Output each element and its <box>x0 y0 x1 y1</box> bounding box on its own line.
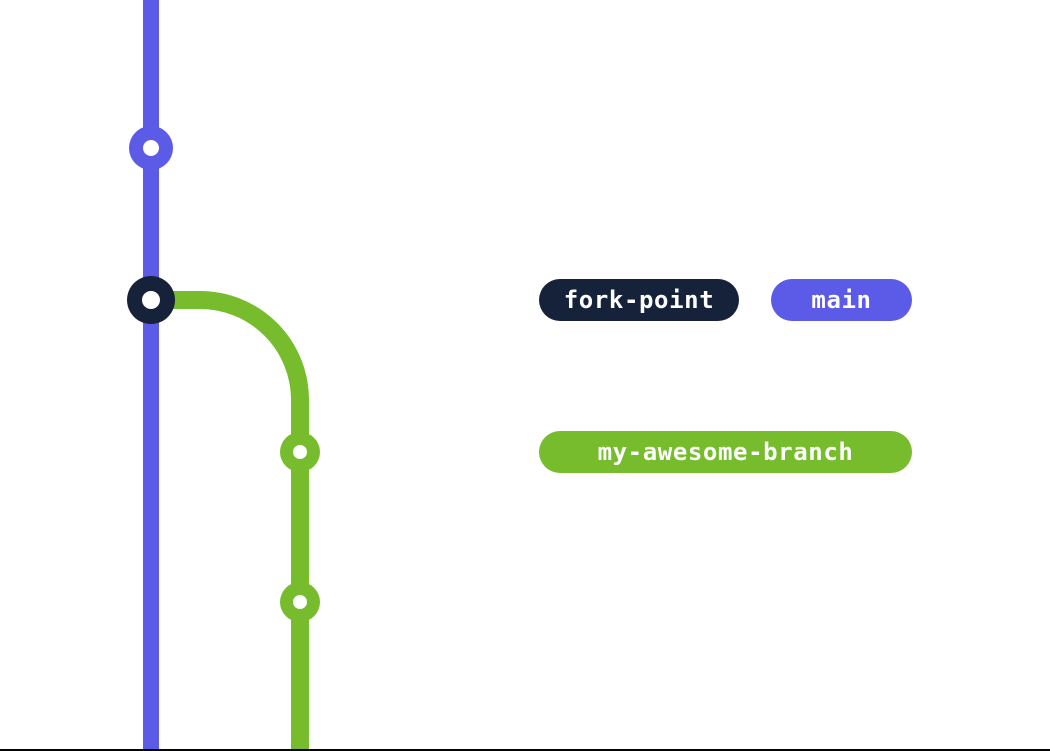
commit-node-main-upper[interactable] <box>129 126 173 170</box>
label-my-awesome-branch-text: my-awesome-branch <box>597 438 854 466</box>
commit-node-hole <box>143 140 159 156</box>
commit-node-branch-2[interactable] <box>280 582 320 622</box>
fork-curve <box>151 291 309 751</box>
commit-node-branch-1[interactable] <box>280 432 320 472</box>
commit-node-hole <box>293 595 307 609</box>
label-fork-point-text: fork-point <box>563 286 715 314</box>
label-main-text: main <box>811 286 872 314</box>
commit-node-hole <box>142 291 160 309</box>
commit-node-hole <box>293 445 307 459</box>
label-my-awesome-branch[interactable]: my-awesome-branch <box>539 431 912 473</box>
commit-node-fork-point[interactable] <box>127 276 175 324</box>
label-fork-point[interactable]: fork-point <box>539 279 739 321</box>
label-main[interactable]: main <box>771 279 912 321</box>
bottom-divider <box>0 749 1050 751</box>
